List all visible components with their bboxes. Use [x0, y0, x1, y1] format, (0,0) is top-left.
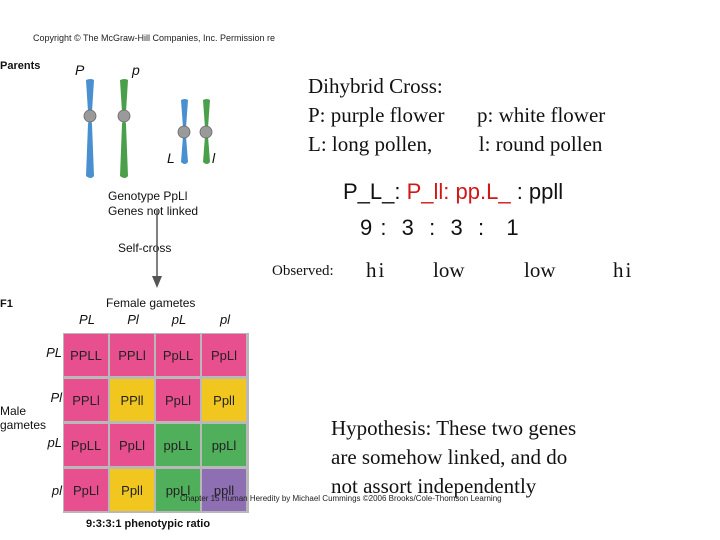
- white-flower-allele: p: white flower: [476, 103, 606, 127]
- allele-P-label: P: [75, 62, 85, 78]
- title-line-2: P: purple flower p: white flower: [308, 101, 605, 130]
- chromosome-l: [199, 99, 213, 164]
- allele-L-label: L: [167, 150, 175, 166]
- punnett-cell: PPLL: [64, 334, 108, 376]
- chromosome-L: [177, 99, 191, 164]
- male-gametes-label: Male gametes: [0, 404, 47, 432]
- punnett-cell: ppLL: [156, 424, 200, 466]
- punnett-cell: Ppll: [202, 379, 246, 421]
- col-header-pl: pl: [219, 312, 231, 327]
- punnett-cell: PPll: [110, 379, 154, 421]
- purple-flower-allele: P: purple flower: [308, 103, 445, 127]
- allele-p-label: p: [132, 62, 140, 78]
- row-header-Pl: Pl: [50, 390, 62, 405]
- allele-l-label: l: [212, 150, 216, 166]
- chromosome-illustration: [83, 79, 213, 178]
- punnett-cell: PpLl: [64, 469, 108, 511]
- hypothesis-text: Hypothesis: These two genes are somehow …: [331, 416, 577, 498]
- punnett-cell: ppLl: [156, 469, 200, 511]
- col-header-pL: pL: [171, 312, 187, 327]
- row-header-pl: pl: [51, 483, 62, 498]
- col-header-PL: PL: [79, 312, 95, 327]
- copyright-notice: Copyright © The McGraw-Hill Companies, I…: [33, 33, 276, 43]
- punnett-cell: PPLl: [64, 379, 108, 421]
- phenotype-classes: P_L_: P_ll: pp.L_ : ppll: [343, 179, 564, 204]
- row-header-PL: PL: [46, 345, 62, 360]
- row-header-pL: pL: [47, 435, 62, 450]
- punnett-cell: PPLl: [110, 334, 154, 376]
- genotype-label: Genotype PpLl: [108, 189, 188, 203]
- round-pollen-allele: l: round pollen: [478, 132, 603, 156]
- genes-not-linked-label: Genes not linked: [108, 204, 199, 218]
- observed-value-2: low: [433, 258, 465, 282]
- long-pollen-allele: L: long pollen,: [308, 132, 433, 156]
- punnett-cell: PpLl: [110, 424, 154, 466]
- punnett-cell: PpLl: [202, 334, 246, 376]
- parents-label: Parents: [0, 60, 41, 72]
- footer-credit: Chapter 15 Human Heredity by Michael Cum…: [180, 494, 502, 503]
- dihybrid-title: Dihybrid Cross: P: purple flower p: whit…: [308, 72, 605, 159]
- chromosome-p: [117, 79, 131, 178]
- observed-label: Observed:: [272, 263, 334, 279]
- f1-label: F1: [0, 298, 13, 310]
- punnett-cell: PpLL: [156, 334, 200, 376]
- self-cross-label: Self-cross: [118, 241, 172, 255]
- observed-value-1: hi: [366, 258, 387, 282]
- punnett-cell: Ppll: [110, 469, 154, 511]
- observed-value-4: hi: [613, 258, 634, 282]
- punnett-cell: PpLL: [64, 424, 108, 466]
- expected-ratio: 9 : 3 : 3 : 1: [360, 215, 520, 240]
- phenotypic-ratio-label: 9:3:3:1 phenotypic ratio: [86, 518, 211, 530]
- title-line-1: Dihybrid Cross:: [308, 74, 443, 98]
- chromosome-P: [83, 79, 97, 178]
- title-line-3: L: long pollen, l: round pollen: [308, 130, 605, 159]
- punnett-cell: ppll: [202, 469, 246, 511]
- punnett-cell: PpLl: [156, 379, 200, 421]
- self-cross-arrow: [152, 210, 162, 288]
- col-header-Pl: Pl: [127, 312, 139, 327]
- female-gametes-label: Female gametes: [106, 296, 196, 310]
- observed-value-3: low: [524, 258, 556, 282]
- punnett-cell: ppLl: [202, 424, 246, 466]
